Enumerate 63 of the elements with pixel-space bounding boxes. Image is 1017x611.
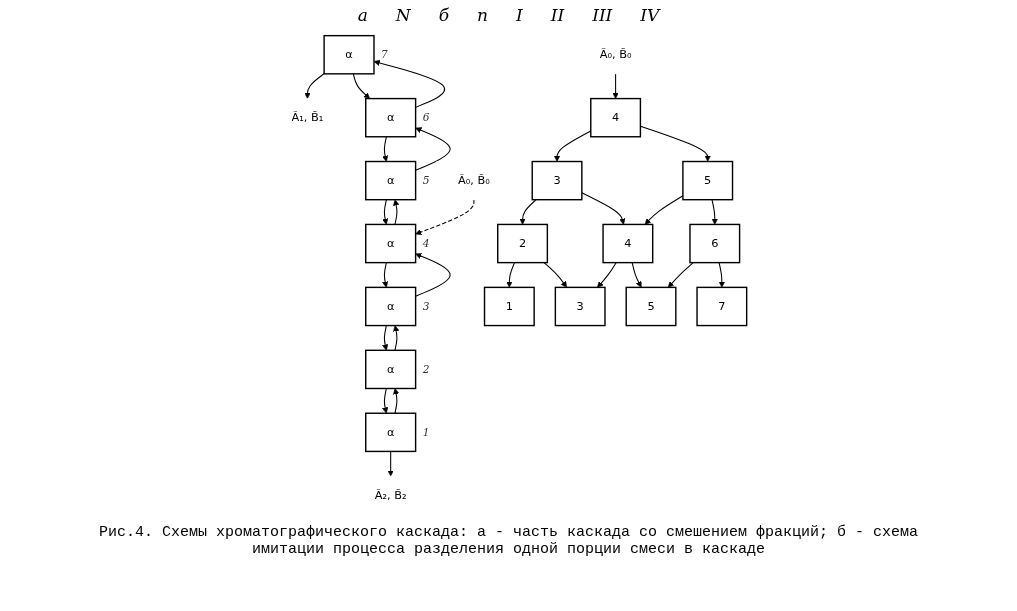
node-box: 5	[682, 160, 734, 201]
row-label: I	[516, 5, 523, 25]
node-box: 1	[483, 286, 535, 327]
arrow	[393, 325, 400, 351]
arrow	[382, 387, 389, 414]
node-box: α	[323, 34, 375, 75]
arrow	[644, 195, 684, 225]
node-box: α	[365, 412, 417, 453]
stage-number: 7	[381, 48, 388, 61]
stage-number: 3	[422, 300, 430, 312]
node-box: 2	[497, 223, 549, 264]
stage-number: 5	[422, 174, 430, 187]
stage-number: 6	[422, 111, 430, 124]
stage-number: 2	[422, 362, 430, 375]
stage-number: 1	[422, 425, 430, 438]
arrow	[667, 262, 694, 288]
node-text: Ã₂, B̃₂	[374, 488, 407, 502]
node-box: 3	[531, 160, 583, 201]
row-label: IV	[640, 5, 660, 25]
node-box: α	[365, 97, 417, 138]
node-box: α	[365, 349, 417, 390]
arrow	[581, 192, 626, 225]
node-box: 4	[602, 223, 654, 264]
arrow	[543, 262, 567, 288]
arrow	[352, 73, 370, 99]
arrow	[382, 199, 389, 225]
arrow	[304, 73, 325, 99]
arrow	[393, 199, 400, 225]
arrow	[519, 199, 537, 225]
node-box: α	[365, 223, 417, 264]
figure-caption: Рис.4. Схемы хроматографического каскада: а - часть каскада со смешением фракций; б - схема имитации процесса разделения одной порции смеси в каскаде	[97, 523, 920, 560]
arrow	[415, 199, 475, 236]
node-box: 4	[590, 97, 642, 138]
arrow	[382, 262, 389, 288]
arrow	[631, 262, 642, 288]
node-text: Ã₀, B̃₀	[458, 173, 490, 187]
arrow	[373, 59, 446, 108]
node-box: 5	[625, 286, 677, 327]
row-label: n	[477, 5, 488, 25]
node-box: α	[365, 160, 417, 201]
arrow	[393, 388, 400, 414]
arrow	[382, 325, 389, 351]
arrow	[612, 73, 619, 99]
arrow	[506, 262, 516, 288]
arrow	[415, 127, 451, 171]
arrow	[382, 136, 389, 162]
node-text: Ã₀, B̃₀	[599, 47, 632, 62]
row-label: III	[592, 5, 613, 25]
node-box: 6	[689, 223, 741, 264]
node-box: 7	[696, 286, 748, 327]
arrow	[711, 199, 718, 225]
node-box: α	[365, 286, 417, 327]
stage-number: 4	[422, 237, 430, 250]
node-box: 3	[554, 286, 606, 327]
row-label: II	[550, 5, 565, 25]
arrow	[718, 262, 725, 288]
arrow	[387, 450, 394, 477]
arrow	[597, 262, 617, 288]
row-label: б	[438, 5, 450, 25]
row-label: N	[395, 5, 411, 25]
arrow	[415, 253, 451, 297]
row-label: а	[357, 5, 368, 25]
node-text: Ã₁, B̃₁	[291, 110, 324, 125]
